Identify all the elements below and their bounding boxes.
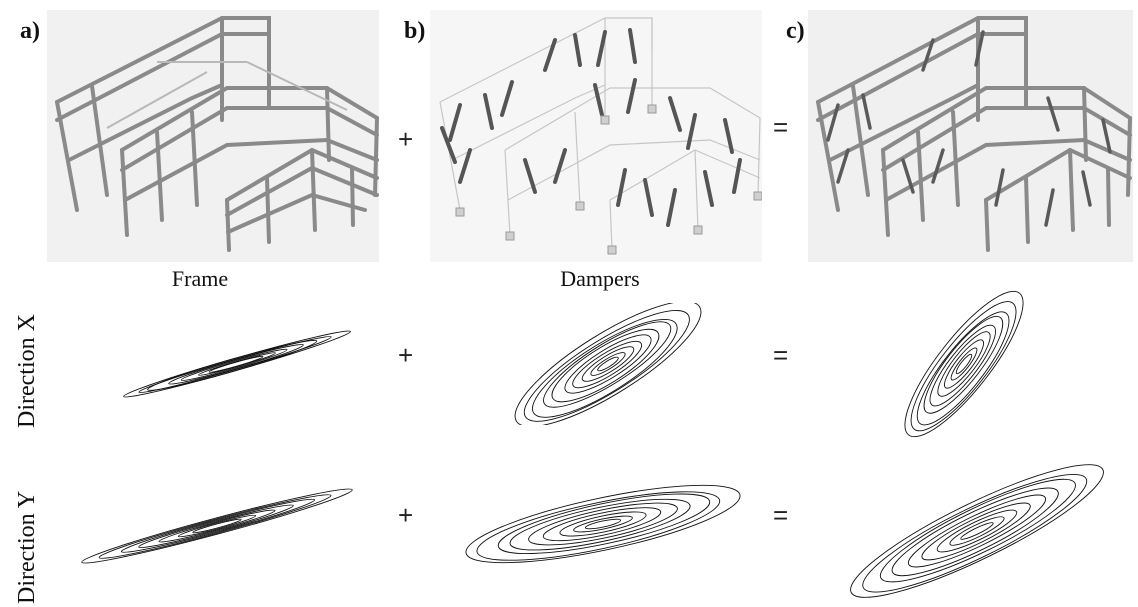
equals-sign-top: =	[773, 112, 789, 142]
plus-sign-row-y: +	[398, 500, 414, 530]
hysteresis-combined-y	[850, 464, 1104, 598]
caption-dampers: Dampers	[560, 266, 640, 291]
caption-frame: Frame	[171, 266, 229, 291]
hysteresis-dampers-x	[514, 303, 702, 425]
hysteresis-frame-x	[123, 330, 351, 398]
panel-label-c: c)	[786, 18, 805, 44]
dampers-image	[430, 10, 762, 262]
plus-sign-top: +	[398, 124, 414, 154]
row-label-direction-y: Direction Y	[14, 490, 40, 604]
panel-label-b: b)	[404, 18, 426, 44]
plus-sign-row-x: +	[398, 340, 414, 370]
hysteresis-combined-x	[904, 290, 1024, 438]
frame-structure-image	[47, 10, 379, 262]
equals-sign-row-y: =	[773, 500, 789, 530]
row-label-direction-x: Direction X	[14, 314, 40, 428]
equals-sign-row-x: =	[773, 340, 789, 370]
hysteresis-frame-y	[81, 488, 353, 564]
panel-label-a: a)	[20, 18, 40, 44]
hysteresis-dampers-y	[465, 484, 741, 564]
combined-structure-image	[808, 10, 1133, 262]
